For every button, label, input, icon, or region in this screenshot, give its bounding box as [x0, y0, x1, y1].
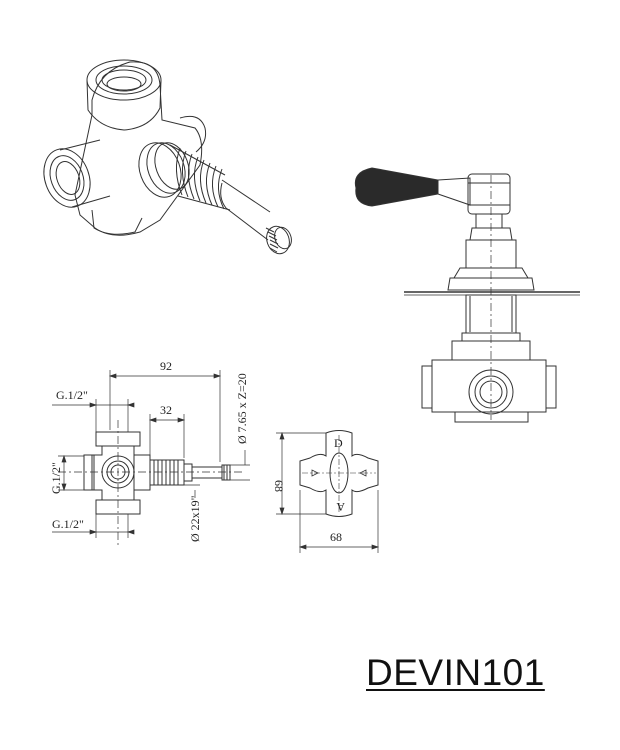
dim-stem-spec: Ø 7.65 x Z=20: [235, 373, 249, 444]
dim-thread-spec: Ø 22x19": [188, 495, 202, 542]
dim-inlet-side: G.1/2": [49, 462, 63, 494]
dimension-lines: [52, 370, 250, 538]
plate-mark-top: D: [334, 436, 343, 450]
dim-inlet-bottom: G.1/2": [52, 517, 84, 531]
plate-dimension-lines: [276, 431, 380, 553]
isometric-valve-body: [43, 59, 292, 255]
dim-plate-width: 68: [330, 530, 342, 544]
escutcheon-plate: [299, 430, 379, 517]
plate-mark-bottom: A: [336, 500, 345, 514]
dim-overall-length: 92: [160, 359, 172, 373]
dim-inlet-top: G.1/2": [56, 388, 88, 402]
dim-body-to-flange: 32: [160, 403, 172, 417]
dim-plate-height: 68: [272, 480, 286, 492]
assembled-valve-elevation: [354, 167, 580, 423]
product-code: DEVIN101: [366, 652, 545, 693]
side-elevation: [58, 420, 245, 545]
